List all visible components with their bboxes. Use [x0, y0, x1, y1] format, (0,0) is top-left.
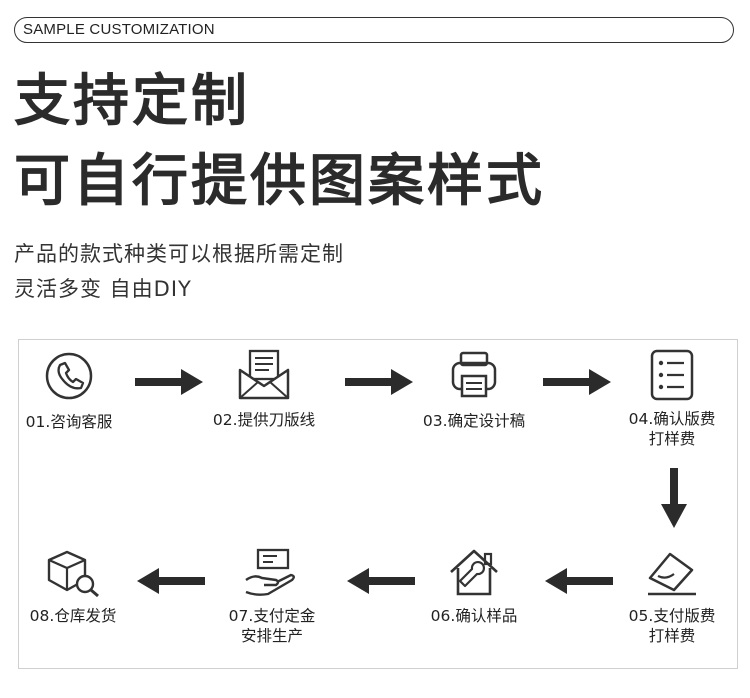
arrow-left-icon	[347, 568, 415, 594]
headline-line-1: 支持定制	[14, 69, 250, 134]
step-08-label: 08.仓库发货	[29, 607, 117, 625]
envelope-icon	[238, 349, 290, 400]
step-05: 05.支付版费 打样费	[615, 546, 729, 646]
step-08: 08.仓库发货	[19, 546, 127, 626]
step-03-label: 03.确定设计稿	[422, 412, 526, 430]
section-tag-text: SAMPLE CUSTOMIZATION	[23, 21, 215, 38]
section-tag: SAMPLE CUSTOMIZATION	[14, 17, 734, 43]
step-04-label-2: 打样费	[648, 430, 696, 448]
step-04: 04.确认版费 打样费	[615, 348, 729, 449]
hand-payment-icon	[245, 548, 295, 596]
step-07-label-2: 安排生产	[240, 627, 303, 645]
description-line-1: 产品的款式种类可以根据所需定制	[14, 242, 344, 266]
arrow-down-icon	[661, 468, 687, 528]
arrow-left-icon	[137, 568, 205, 594]
step-01-label: 01.咨询客服	[25, 413, 113, 431]
description-line-2: 灵活多变 自由DIY	[14, 277, 192, 301]
step-05-label-2: 打样费	[648, 627, 696, 645]
step-07-label: 07.支付定金	[228, 607, 316, 625]
signed-document-icon	[648, 552, 696, 596]
house-wrench-icon	[450, 549, 498, 596]
step-06: 06.确认样品	[415, 546, 533, 626]
arrow-right-icon	[543, 369, 611, 395]
step-01: 01.咨询客服	[19, 350, 119, 432]
process-panel: 01.咨询客服 02.提供刀版线 03.确定设计稿	[18, 339, 738, 669]
arrow-right-icon	[345, 369, 413, 395]
headline-line-2: 可自行提供图案样式	[14, 149, 545, 214]
step-06-label: 06.确认样品	[430, 607, 518, 625]
step-02-label: 02.提供刀版线	[212, 411, 316, 429]
printer-icon	[451, 351, 497, 398]
step-02: 02.提供刀版线	[209, 348, 319, 430]
step-03: 03.确定设计稿	[415, 350, 533, 431]
step-07: 07.支付定金 安排生产	[213, 546, 331, 646]
step-05-label: 05.支付版费	[628, 607, 716, 625]
checklist-icon	[650, 349, 694, 401]
arrow-left-icon	[545, 568, 613, 594]
arrow-right-icon	[135, 369, 203, 395]
phone-icon	[45, 352, 93, 400]
box-search-icon	[47, 550, 99, 598]
step-04-label: 04.确认版费	[628, 410, 716, 428]
